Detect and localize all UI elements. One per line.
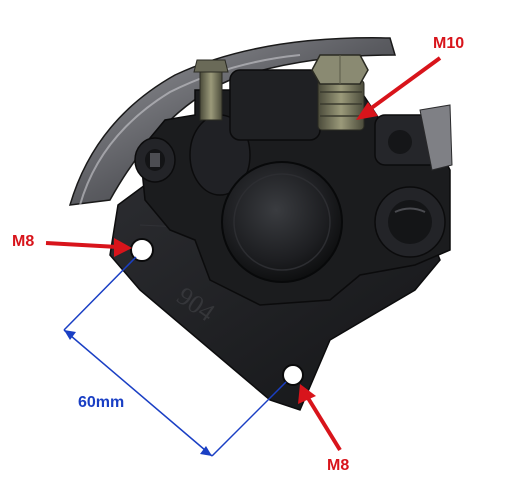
dimension-arrowhead-right [200, 446, 212, 456]
left-mount-hole [130, 238, 154, 262]
label-m10: M10 [433, 35, 465, 52]
label-bottom-m8: M8 [327, 457, 350, 474]
arrow-left-m8-head [114, 238, 132, 257]
label-distance: 60mm [78, 394, 125, 411]
arrow-m10 [364, 56, 442, 114]
banjo-bolt [311, 54, 369, 131]
arrow-bottom-m8-head [298, 384, 316, 404]
dimension-arrowhead-left [64, 330, 76, 340]
brake-pad-shield [68, 37, 397, 206]
bottom-mount-hole [282, 364, 304, 386]
dimension-line-left [63, 256, 137, 331]
arrow-left-m8 [45, 241, 119, 249]
arrow-bottom-m8 [306, 396, 342, 452]
dimension-line-measure [63, 329, 213, 457]
dimension-lines [63, 256, 287, 457]
arrow-m10-head [356, 102, 378, 120]
callout-arrows [45, 56, 442, 452]
caliper-body [134, 54, 453, 306]
label-left-m8: M8 [12, 233, 35, 250]
dimension-line-right [211, 381, 287, 457]
